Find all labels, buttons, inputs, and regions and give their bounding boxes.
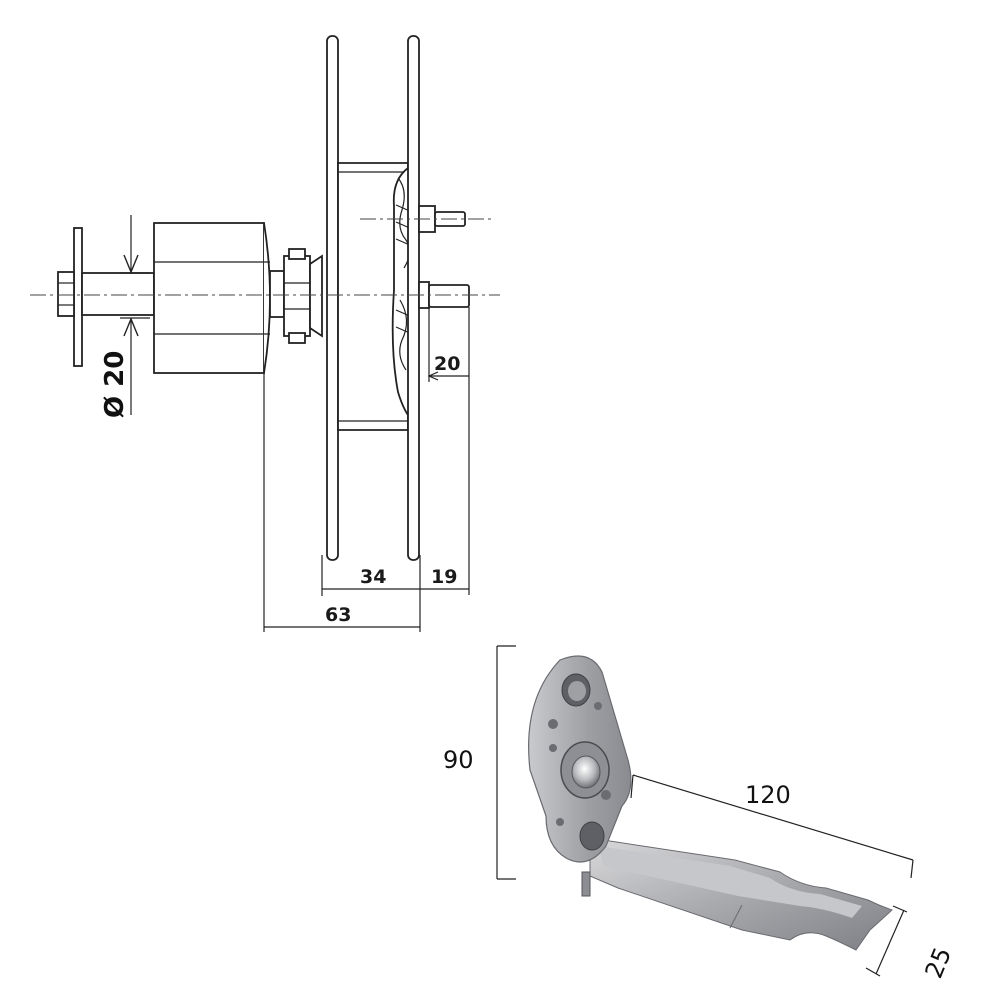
dim-20-label: 20 <box>434 353 460 375</box>
dimension-63: 63 <box>263 373 421 632</box>
arm-bolt <box>581 871 591 897</box>
left-flange <box>326 35 339 561</box>
axle-left <box>81 272 155 316</box>
hex-nut <box>283 255 311 337</box>
right-flange <box>407 35 420 561</box>
screw-hole <box>548 719 558 729</box>
roller-body <box>153 222 265 374</box>
dim-120-label: 120 <box>745 781 791 809</box>
end-washer <box>73 227 83 367</box>
screw-hole <box>594 702 602 710</box>
dim-25-label: 25 <box>920 943 957 982</box>
dim-63-label: 63 <box>325 604 351 626</box>
dimension-90: 90 <box>443 645 516 880</box>
dim-19-label: 19 <box>431 566 457 588</box>
bearing-ball <box>571 755 601 789</box>
end-nut <box>57 271 75 317</box>
screw-hole <box>556 818 564 826</box>
dim-34-label: 34 <box>360 566 386 588</box>
dimension-34-19: 34 19 <box>321 555 469 596</box>
diameter-label: Ø 20 <box>100 351 130 418</box>
plate-bottom-hole <box>579 821 605 851</box>
diameter-dimension: Ø 20 <box>100 215 150 418</box>
pulley-drawing: Ø 20 20 34 19 63 <box>30 35 500 632</box>
screw-hole <box>601 790 611 800</box>
screw-hole <box>549 744 557 752</box>
output-shaft <box>428 284 470 308</box>
dimension-20: 20 <box>427 307 470 595</box>
shaft-middle <box>269 270 285 318</box>
dim-90-label: 90 <box>443 746 474 774</box>
bracket-illustration: 90 120 25 <box>443 645 957 982</box>
dimension-120: 120 <box>630 774 914 879</box>
